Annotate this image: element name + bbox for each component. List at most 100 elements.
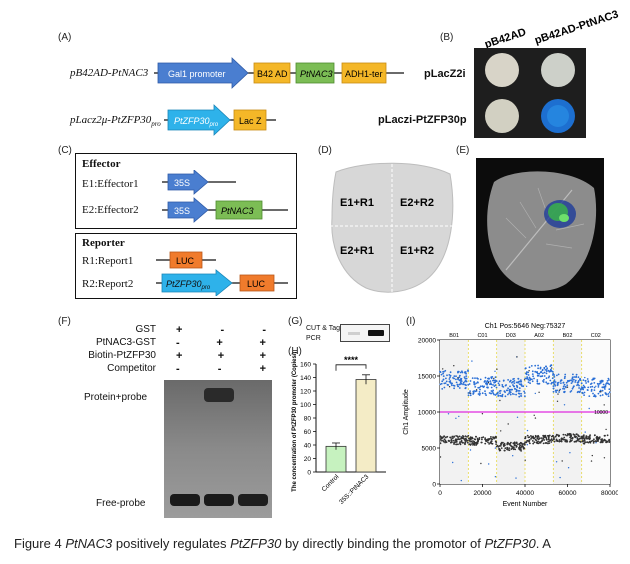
i-point — [591, 385, 594, 388]
i-point — [530, 435, 532, 437]
effector2-label: E2:Effector2 — [82, 204, 139, 216]
i-point — [549, 379, 552, 382]
ptzfp30-promoter-arrow — [167, 104, 231, 136]
i-point-outlier — [584, 376, 586, 379]
i-point — [601, 441, 604, 444]
panel-f-label: (F) — [58, 316, 71, 327]
i-point — [608, 388, 611, 391]
i-point — [574, 379, 577, 382]
i-point — [555, 439, 558, 442]
i-point — [472, 390, 475, 393]
i-point — [473, 381, 475, 384]
i-point — [447, 439, 450, 442]
i-point — [524, 367, 527, 370]
i-point — [467, 394, 470, 397]
i-point-outlier — [605, 428, 607, 431]
i-point-outlier — [558, 389, 560, 392]
i-point — [439, 442, 442, 445]
i-point — [597, 386, 600, 388]
i-point — [597, 440, 599, 442]
i-point — [487, 441, 489, 444]
h-ylabel: The concentration of PtZFP30 promoter (C… — [292, 352, 298, 492]
i-point — [464, 377, 466, 380]
i-point — [539, 375, 542, 378]
figure-caption: Figure 4 PtNAC3 positively regulates PtZ… — [14, 536, 551, 551]
i-point — [607, 395, 610, 398]
i-point — [446, 435, 449, 438]
i-point-outlier — [453, 365, 455, 367]
i-point — [517, 390, 520, 392]
i-point — [493, 437, 495, 440]
i-point — [502, 379, 505, 382]
i-point — [552, 434, 554, 437]
i-point — [494, 376, 497, 379]
i-point — [604, 439, 607, 442]
i-point — [597, 392, 600, 395]
i-point — [531, 373, 534, 375]
i-point — [533, 441, 536, 444]
i-point — [465, 440, 468, 442]
i-point — [542, 372, 544, 375]
i-point — [509, 379, 512, 382]
i-point — [559, 380, 562, 382]
i-point — [536, 372, 539, 375]
i-point — [492, 384, 494, 386]
i-point — [465, 377, 468, 380]
i-point-outlier — [528, 370, 530, 372]
i-point — [563, 436, 566, 439]
i-point — [595, 440, 598, 443]
i-point — [458, 376, 461, 378]
i-point-outlier — [534, 417, 537, 419]
construct-a2-sub: pro — [151, 120, 161, 129]
i-point — [489, 382, 492, 384]
i-point — [608, 379, 610, 381]
emsa-condition-labels: GST PtNAC3-GST Biotin-PtZFP30 Competitor — [56, 324, 156, 376]
i-point — [562, 382, 565, 384]
i-point — [464, 443, 466, 446]
i-point — [453, 375, 456, 377]
i-point — [523, 390, 525, 393]
i-point — [488, 392, 491, 394]
i-point-outlier — [496, 368, 498, 370]
i-point — [439, 371, 442, 373]
reporter2-promoter-arrow — [161, 269, 233, 296]
i-point — [442, 372, 444, 375]
i-point — [498, 384, 501, 386]
i-point-outlier — [590, 460, 593, 462]
i-point — [452, 384, 455, 387]
i-point — [581, 386, 584, 389]
i-point — [552, 390, 555, 393]
i-point — [536, 379, 539, 381]
i-point — [556, 374, 558, 377]
reporter2-luc-box — [239, 274, 275, 292]
panel-a-label: (A) — [58, 32, 72, 43]
i-point — [515, 389, 518, 392]
i-point — [512, 378, 514, 380]
i-point — [455, 375, 457, 378]
leaf-shape — [331, 162, 454, 293]
i-point — [581, 437, 584, 440]
i-point — [484, 392, 487, 395]
i-point — [552, 372, 555, 375]
i-point — [472, 440, 474, 442]
i-point — [440, 439, 442, 442]
i-point — [587, 381, 590, 383]
i-point-outlier — [559, 476, 561, 479]
i-point — [448, 378, 451, 380]
i-xtick-label-3: 60000 — [558, 490, 576, 497]
i-point — [459, 381, 462, 384]
i-point — [462, 383, 464, 386]
i-well-label-0: B01 — [449, 333, 459, 339]
i-point — [466, 441, 469, 444]
i-point — [529, 382, 531, 385]
i-point — [444, 439, 447, 442]
i-point — [557, 381, 560, 384]
i-point — [478, 438, 481, 441]
i-point-outlier — [481, 413, 484, 415]
i-xtick-label-4: 80000 — [601, 490, 618, 497]
i-point — [558, 391, 560, 393]
h-ytick-label-2: 40 — [304, 443, 312, 450]
i-point — [451, 437, 454, 440]
i-point — [467, 434, 470, 437]
i-point — [564, 434, 567, 436]
